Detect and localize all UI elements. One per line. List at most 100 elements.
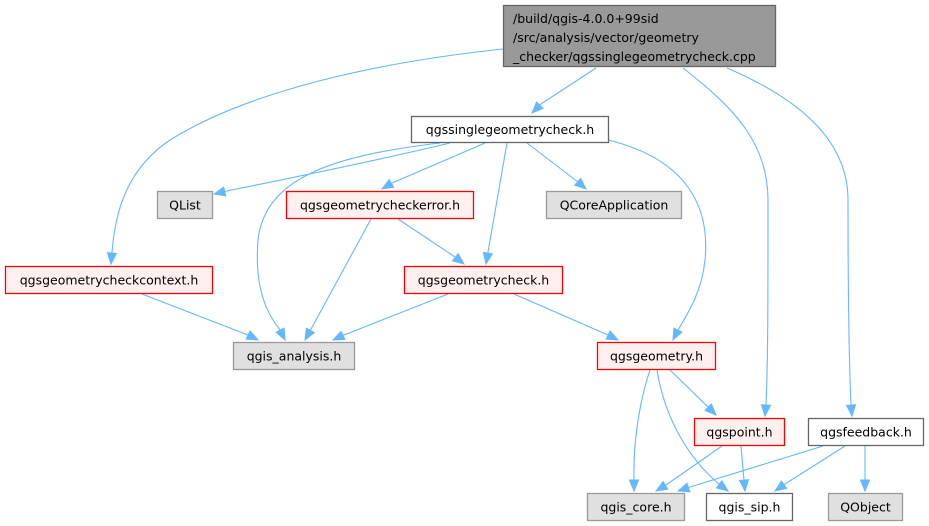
node-box[interactable] <box>596 341 717 371</box>
node-label: qgsfeedback.h <box>820 425 912 440</box>
edge-point_h-to-qgis_core_h <box>654 445 723 492</box>
node-checkererror-h[interactable]: qgsgeometrycheckerror.h <box>285 190 475 220</box>
edge-line <box>607 139 707 331</box>
edge-singlecheck_h-to-checkererror_h <box>380 142 486 190</box>
edge-line <box>111 48 504 253</box>
edge-line <box>726 67 852 405</box>
edge-checkererror_h-to-geomcheck_h <box>397 218 466 265</box>
node-label: QCoreApplication <box>560 198 669 213</box>
node-feedback-h[interactable]: qgsfeedback.h <box>807 417 925 447</box>
node-qcoreapp[interactable]: QCoreApplication <box>545 190 683 220</box>
node-label: qgsgeometrycheck.h <box>418 273 549 288</box>
edge-line <box>689 445 824 488</box>
node-label: /src/analysis/vector/geometry <box>513 30 700 45</box>
arrowhead-icon <box>304 327 316 342</box>
edge-checkcontext_h-to-qgis_analysis_h <box>141 293 260 341</box>
node-box[interactable] <box>403 265 564 295</box>
node-label: qgis_analysis.h <box>247 349 342 364</box>
arrowhead-icon <box>704 403 717 416</box>
arrowhead-icon <box>531 101 544 114</box>
node-geometry-h[interactable]: qgsgeometry.h <box>596 341 717 371</box>
edge-line <box>682 67 769 405</box>
node-box[interactable] <box>410 115 610 144</box>
arrowhead-icon <box>275 327 286 342</box>
edge-line <box>740 445 745 481</box>
node-label: /build/qgis-4.0.0+99sid <box>513 11 659 26</box>
node-box[interactable] <box>232 341 356 371</box>
edge-line <box>256 142 441 331</box>
arrowhead-icon <box>672 327 683 342</box>
node-box[interactable] <box>693 417 786 447</box>
edge-line <box>784 445 846 485</box>
arrowhead-icon <box>760 404 772 418</box>
edge-geometry_h-to-point_h <box>669 369 717 416</box>
arrowhead-icon <box>738 479 750 493</box>
node-box[interactable] <box>156 190 214 220</box>
arrowhead-icon <box>451 252 466 265</box>
edge-point_h-to-qgis_sip_h <box>738 445 750 493</box>
node-qlist[interactable]: QList <box>156 190 214 220</box>
node-root[interactable]: /build/qgis-4.0.0+99sid/src/analysis/vec… <box>502 4 777 68</box>
arrowhead-icon <box>715 479 730 492</box>
node-box[interactable] <box>827 492 904 522</box>
node-qgis-analysis-h[interactable]: qgis_analysis.h <box>232 341 356 371</box>
node-label: qgsgeometrycheckerror.h <box>300 198 460 213</box>
edge-feedback_h-to-qgis_sip_h <box>773 445 846 492</box>
arrowhead-icon <box>605 330 620 341</box>
node-box[interactable] <box>502 4 777 68</box>
edge-feedback_h-to-qobject <box>859 446 871 493</box>
node-label: QObject <box>840 500 891 515</box>
arrowhead-icon <box>380 178 395 190</box>
arrowhead-icon <box>676 482 691 493</box>
edge-line <box>669 369 709 408</box>
edge-geometry_h-to-qgis_sip_h <box>656 369 730 492</box>
node-label: _checker/qgssinglegeometrycheck.cpp <box>512 49 756 64</box>
edge-geomcheck_h-to-geometry_h <box>513 293 620 341</box>
arrowhead-icon <box>573 177 587 190</box>
edge-line <box>309 218 372 332</box>
arrowhead-icon <box>212 186 227 197</box>
edge-singlecheck_h-to-qlist <box>212 142 451 197</box>
edge-singlecheck_h-to-qgis_analysis_h <box>256 142 441 342</box>
edge-line <box>526 142 579 183</box>
edge-root-to-checkcontext_h <box>106 48 504 266</box>
edge-line <box>656 369 721 486</box>
node-qobject[interactable]: QObject <box>827 492 904 522</box>
node-point-h[interactable]: qgspoint.h <box>693 417 786 447</box>
node-label: QList <box>169 198 201 213</box>
node-qgis-sip-h[interactable]: qgis_sip.h <box>705 492 794 522</box>
node-qgis-core-h[interactable]: qgis_core.h <box>586 492 686 522</box>
edge-line <box>141 293 249 336</box>
node-box[interactable] <box>285 190 475 220</box>
node-box[interactable] <box>586 492 686 522</box>
arrowhead-icon <box>331 330 346 341</box>
arrowhead-icon <box>845 404 857 418</box>
edge-root-to-feedback_h <box>726 67 857 418</box>
node-box[interactable] <box>807 417 925 447</box>
node-geomcheck-h[interactable]: qgsgeometrycheck.h <box>403 265 564 295</box>
node-label: qgis_sip.h <box>719 500 781 515</box>
node-label: qgis_core.h <box>600 500 671 515</box>
edge-line <box>226 142 451 192</box>
edge-line <box>391 142 486 184</box>
edge-feedback_h-to-qgis_core_h <box>676 445 824 493</box>
node-box[interactable] <box>545 190 683 220</box>
arrowhead-icon <box>628 479 640 493</box>
edge-root-to-point_h <box>682 67 772 418</box>
node-checkcontext-h[interactable]: qgsgeometrycheckcontext.h <box>4 265 214 295</box>
arrowhead-icon <box>773 480 788 492</box>
arrowhead-icon <box>859 479 871 493</box>
edge-root-to-singlecheck_h <box>531 67 597 114</box>
node-label: qgsgeometry.h <box>610 349 703 364</box>
node-box[interactable] <box>705 492 794 522</box>
node-box[interactable] <box>4 265 214 295</box>
edge-line <box>633 369 651 481</box>
node-label: qgspoint.h <box>706 425 772 440</box>
arrowhead-icon <box>106 252 118 266</box>
node-singlecheck-h[interactable]: qgssinglegeometrycheck.h <box>410 115 610 144</box>
edge-checkererror_h-to-qgis_analysis_h <box>304 218 372 342</box>
edge-line <box>343 293 449 336</box>
edge-line <box>665 445 723 486</box>
edge-line <box>513 293 609 336</box>
